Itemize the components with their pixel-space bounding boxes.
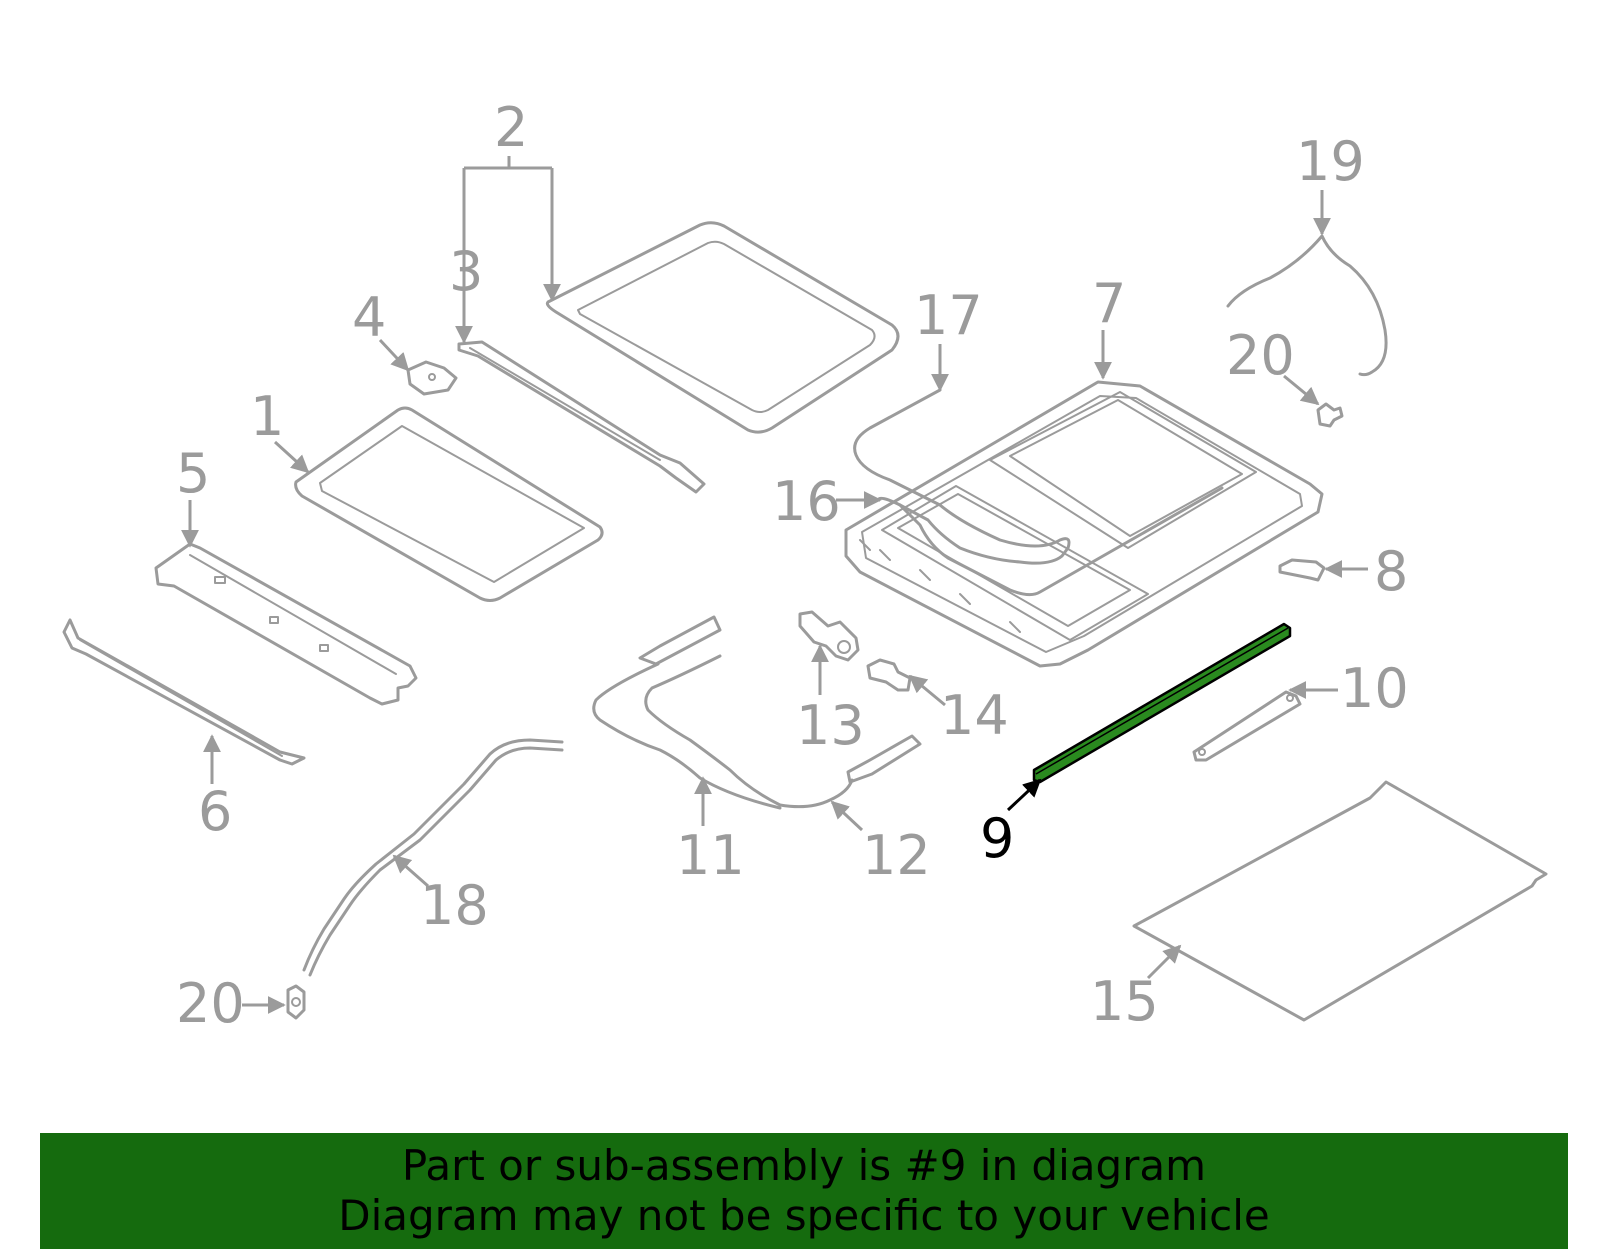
callout-8: 8 [1374,540,1408,603]
callout-19: 19 [1296,130,1365,193]
callout-2: 2 [494,96,528,159]
callout-20-lower: 20 [176,972,245,1035]
callout-4: 4 [352,286,386,349]
banner-line-2: Diagram may not be specific to your vehi… [338,1191,1270,1240]
part-5-front-rail[interactable] [154,542,418,706]
callout-18: 18 [420,874,489,937]
callout-3: 3 [449,240,483,303]
notice-banner: Part or sub-assembly is #9 in diagram Di… [40,1133,1568,1249]
part-19-hose[interactable] [1226,234,1388,377]
part-17-drain-hose[interactable] [853,388,1071,565]
part-1-glass-panel[interactable] [294,406,604,602]
part-18-hose[interactable] [302,738,564,977]
leader-lines [181,156,1368,1014]
callout-1: 1 [250,385,284,448]
callout-16: 16 [772,470,841,533]
part-3-rail[interactable] [457,340,706,494]
parts-diagram: 1 2 3 4 5 6 7 8 9 10 11 12 13 14 15 16 1… [62,96,1548,1035]
part-2-glass-panel[interactable] [545,221,900,434]
part-9-seal-highlighted[interactable] [1032,622,1292,784]
callout-10: 10 [1340,657,1409,720]
part-14-clip[interactable] [866,658,912,692]
part-12-guide-track[interactable] [638,615,922,809]
callout-14: 14 [940,684,1009,747]
callout-7: 7 [1092,272,1126,335]
part-15-sunshade[interactable] [1132,780,1548,1022]
callout-labels: 1 2 3 4 5 6 7 8 9 10 11 12 13 14 15 16 1… [176,96,1409,1035]
callout-20-upper: 20 [1226,324,1295,387]
part-4-bracket[interactable] [406,360,458,396]
callout-6: 6 [198,780,232,843]
callout-9-highlighted: 9 [980,807,1014,870]
part-6-rear-rail[interactable] [62,618,306,766]
part-10-strip[interactable] [1192,690,1302,762]
callout-17: 17 [914,284,983,347]
part-20-clip-upper[interactable] [1316,402,1344,428]
part-16-cable[interactable] [898,486,1224,597]
part-8-bracket[interactable] [1278,558,1326,582]
part-11-hose[interactable] [592,654,782,810]
part-13-motor-connector[interactable] [798,610,860,662]
callout-13: 13 [796,694,865,757]
callout-11: 11 [676,824,745,887]
callout-12: 12 [862,824,931,887]
banner-line-1: Part or sub-assembly is #9 in diagram [401,1141,1207,1190]
part-20-clip-lower[interactable] [286,984,306,1020]
callout-5: 5 [176,442,210,505]
callout-15: 15 [1090,970,1159,1033]
